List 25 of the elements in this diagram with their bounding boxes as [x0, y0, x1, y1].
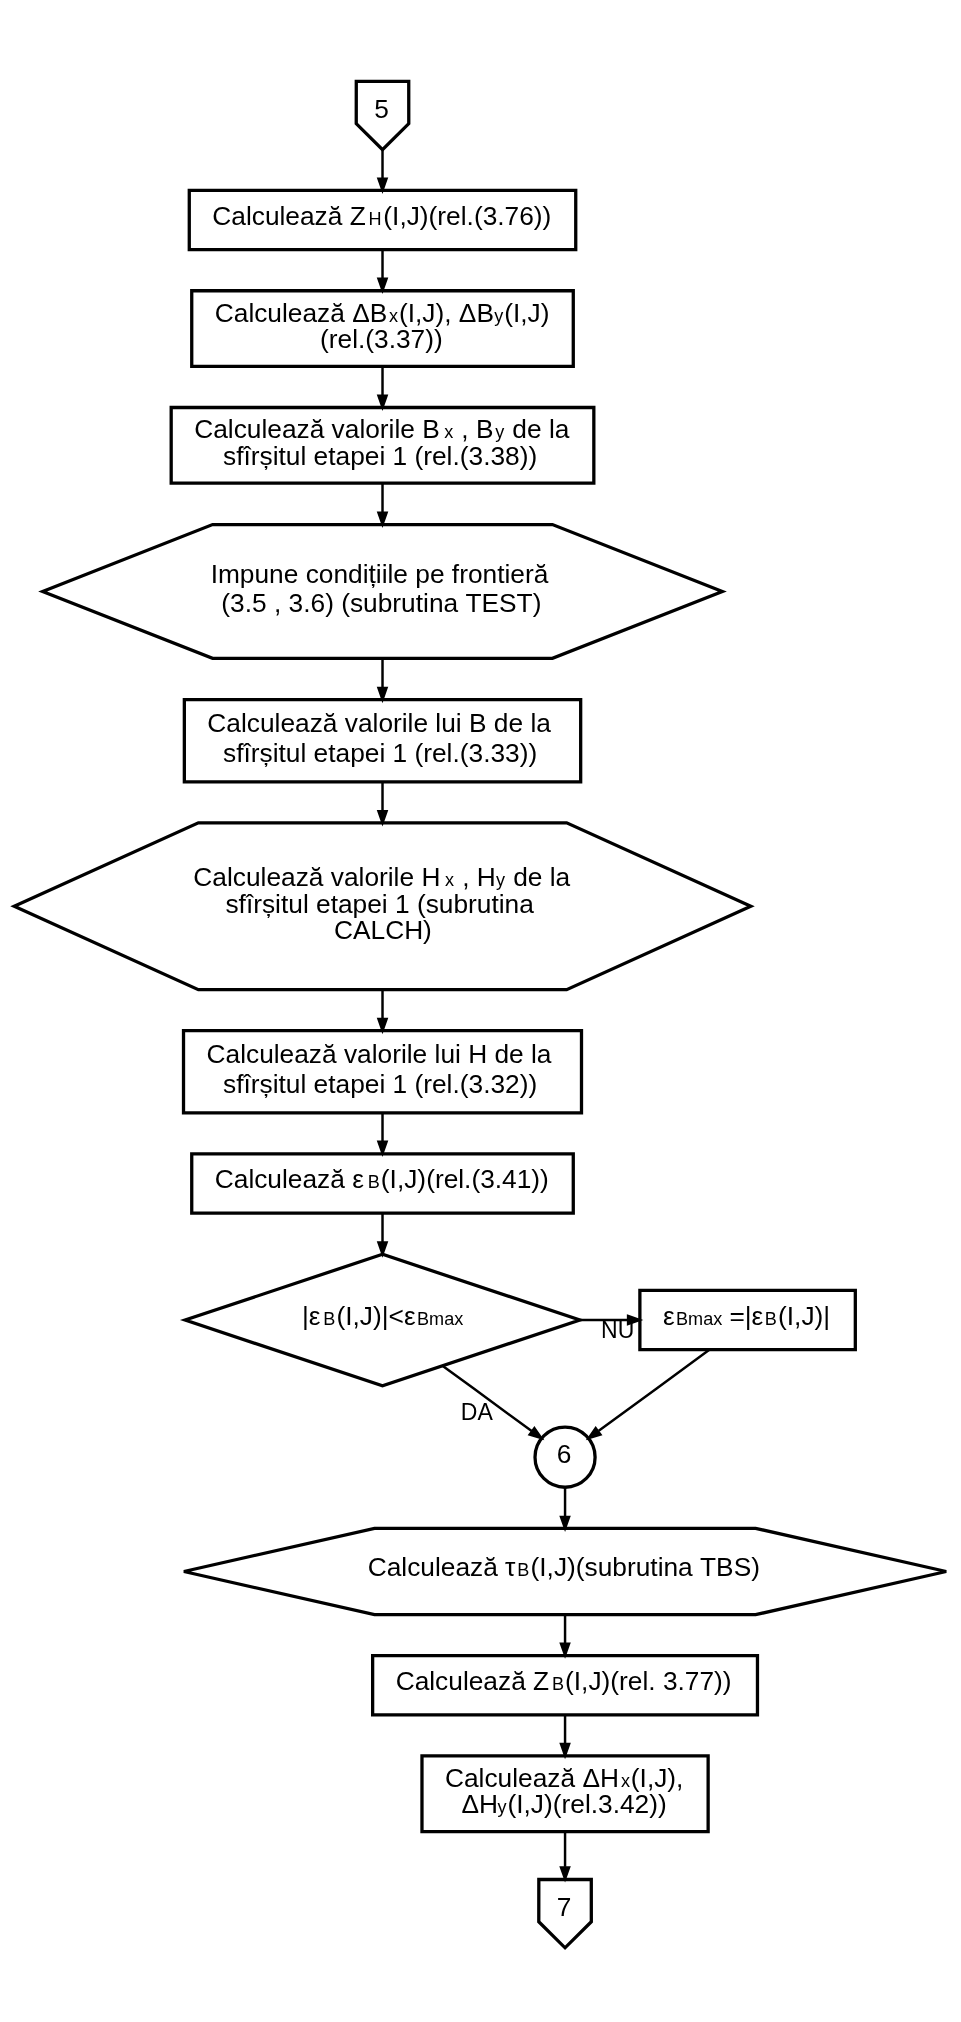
arrow [376, 483, 389, 529]
node-circle: 6 [533, 1425, 597, 1489]
arrow [376, 149, 389, 194]
node-box: Calculează valorile lui H de la sfîrșitul etapei 1 (rel.(3.32)) [181, 1028, 584, 1115]
arrow [559, 1614, 571, 1659]
arrow [585, 1348, 711, 1441]
arrow [442, 1364, 545, 1441]
node-box: Calculează ΔHx(I,J), ΔHy(I,J)(rel.3.42)) [420, 1754, 710, 1834]
arrow [376, 366, 389, 411]
arrow [376, 249, 389, 295]
arrow [376, 658, 389, 704]
arrow [376, 989, 389, 1035]
node-box: Calculează valorile lui B de la sfîrșitul etapei 1 (rel.(3.33)) [182, 698, 583, 784]
arrow [376, 1113, 389, 1158]
arrow [376, 782, 389, 827]
arrow [559, 1487, 571, 1533]
edge-label: DA [460, 1399, 493, 1426]
node-box: εBmax =|εB(I,J)| [638, 1288, 857, 1352]
arrow [559, 1831, 571, 1883]
node-box: Calculează ZB(I,J)(rel. 3.77)) [371, 1653, 760, 1717]
arrow [376, 1213, 389, 1258]
arrow [580, 1314, 644, 1326]
node-box: Calculează ΔBx(I,J), ΔBy(I,J) (rel.(3.37)) [190, 289, 575, 369]
edge-label: NU [601, 1317, 635, 1344]
arrow [559, 1715, 571, 1760]
